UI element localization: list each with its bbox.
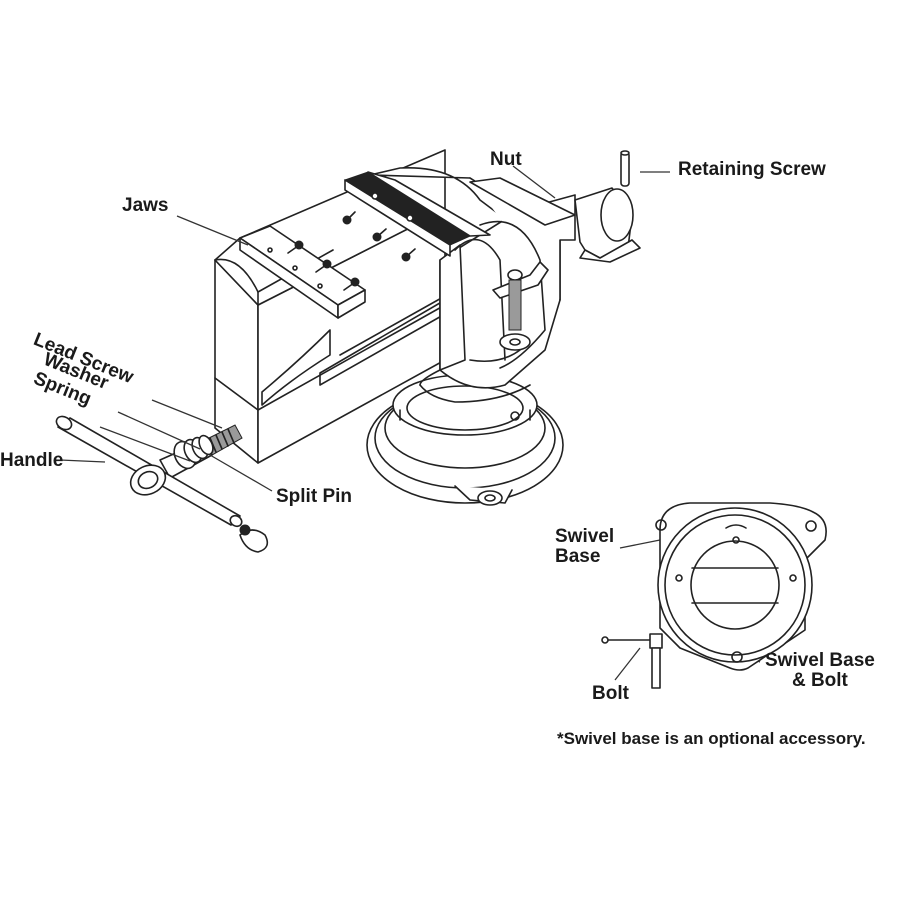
footnote: *Swivel base is an optional accessory. — [557, 729, 866, 748]
label-jaws: Jaws — [122, 195, 169, 216]
swivel-base-top-view — [655, 502, 827, 671]
label-swivel-base-line1: Swivel — [555, 526, 615, 547]
rear-jaw-body — [369, 166, 576, 403]
label-retaining-screw: Retaining Screw — [678, 159, 826, 180]
label-handle: Handle — [0, 450, 64, 471]
bolt — [601, 633, 663, 689]
vise-swivel-base — [366, 374, 564, 506]
label-nut: Nut — [490, 149, 522, 170]
label-bolt: Bolt — [592, 683, 629, 704]
retaining-screw — [620, 150, 630, 187]
leader-lines — [59, 165, 761, 681]
label-swivel-base-bolt-line2: & Bolt — [791, 669, 848, 691]
front-jaw-screws — [287, 240, 360, 291]
lead-screw-assembly — [159, 424, 243, 479]
rear-jaw-screws — [342, 211, 416, 262]
rear-jaw-plate — [343, 171, 491, 257]
label-swivel-base: Swivel Base — [555, 527, 614, 567]
anvil — [574, 187, 641, 263]
handle — [55, 415, 269, 553]
front-jaw-plate — [239, 225, 366, 319]
label-split-pin: Split Pin — [276, 486, 352, 507]
label-swivel-base-bolt: Swivel Base & Bolt — [765, 651, 875, 691]
label-swivel-base-line2: Base — [555, 545, 601, 567]
label-swivel-base-bolt-line1: Swivel Base — [765, 650, 875, 671]
nut — [492, 261, 549, 351]
